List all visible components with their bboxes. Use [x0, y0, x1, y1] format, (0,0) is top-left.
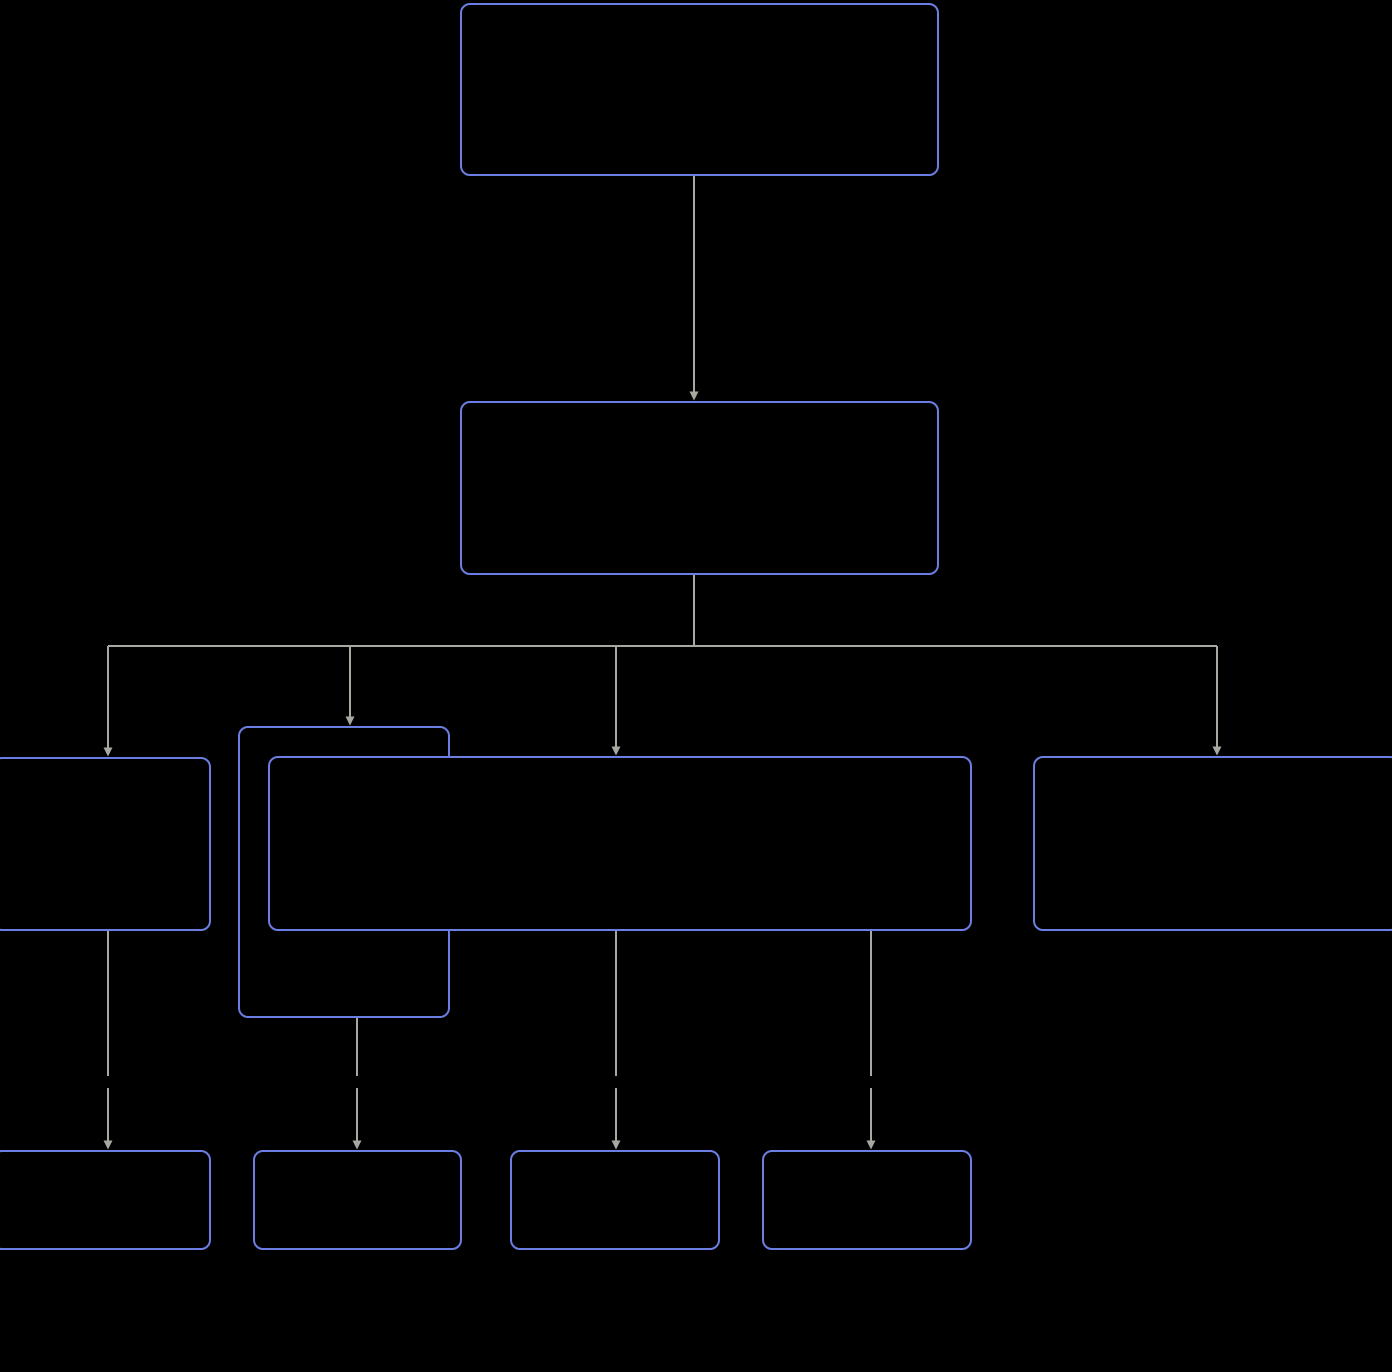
flowchart-node-n9[interactable]: [510, 1150, 720, 1250]
flowchart-node-n3[interactable]: [0, 757, 211, 931]
flowchart-node-n1[interactable]: [460, 3, 939, 176]
flowchart-node-n6[interactable]: [1033, 756, 1392, 931]
flowchart-node-n8[interactable]: [253, 1150, 462, 1250]
flowchart-node-n7[interactable]: [0, 1150, 211, 1250]
edge-fanout-junction: [108, 575, 1217, 647]
flowchart-node-n2[interactable]: [460, 401, 939, 575]
flowchart-node-n5[interactable]: [268, 756, 972, 931]
flowchart-node-n10[interactable]: [762, 1150, 972, 1250]
